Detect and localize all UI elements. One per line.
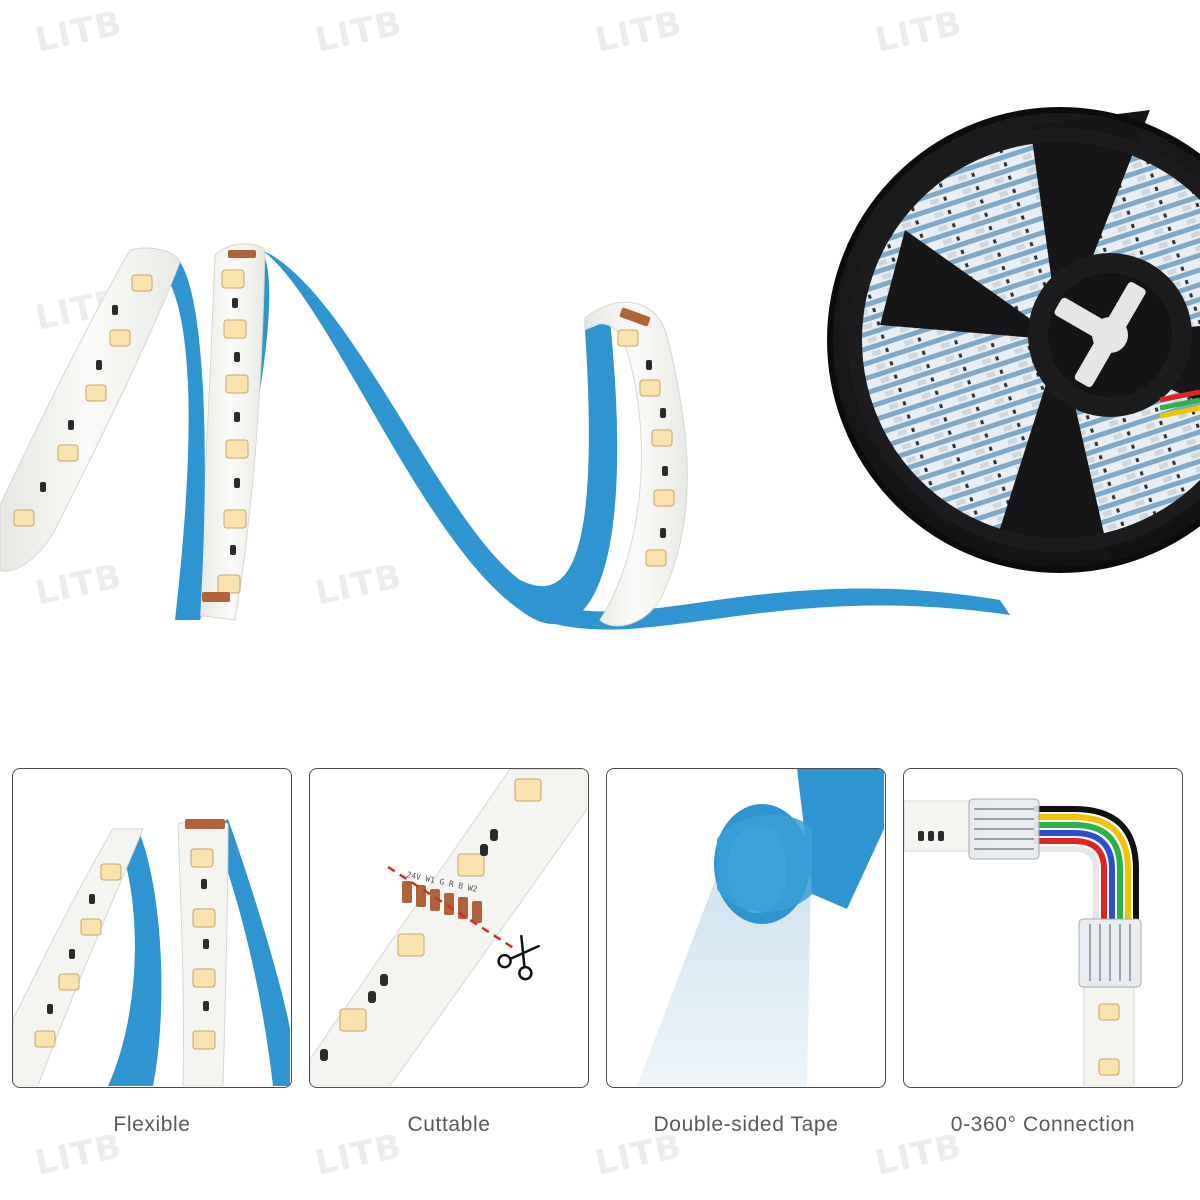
- hub-cross: [1054, 282, 1146, 388]
- connector-wires: [1034, 806, 1139, 919]
- caption-flexible: Flexible: [113, 1113, 191, 1136]
- caption-cuttable: Cuttable: [407, 1113, 491, 1136]
- led-strip-illustration: [0, 107, 1200, 630]
- feature-card-cuttable: 24V W1 G R B W2: [309, 768, 589, 1088]
- caption-tape: Double-sided Tape: [653, 1113, 839, 1136]
- tape-illustration: [637, 769, 884, 1086]
- caption-connection: 0-360° Connection: [950, 1113, 1136, 1136]
- feature-card-tape: [606, 768, 886, 1088]
- cuttable-illustration: 24V W1 G R B W2: [310, 769, 587, 1086]
- middle-back: [150, 260, 205, 620]
- reel-wires: [1159, 389, 1200, 419]
- right-loop-back: [200, 250, 618, 625]
- reel: [827, 107, 1200, 573]
- feature-card-flexible: [12, 768, 292, 1088]
- cut-line: [387, 865, 516, 951]
- hero-product-image: [0, 107, 1200, 630]
- copper-pads: [202, 250, 651, 602]
- feature-card-connection: [903, 768, 1183, 1088]
- scissors-icon: [497, 934, 540, 981]
- connection-illustration: [904, 798, 1142, 1086]
- tape-tail: [540, 588, 1010, 630]
- middle-strip: [194, 243, 266, 621]
- led-chips: [13, 269, 675, 594]
- resistors: [40, 298, 668, 555]
- flexible-illustration: [13, 819, 290, 1086]
- right-loop-strip: [584, 301, 688, 627]
